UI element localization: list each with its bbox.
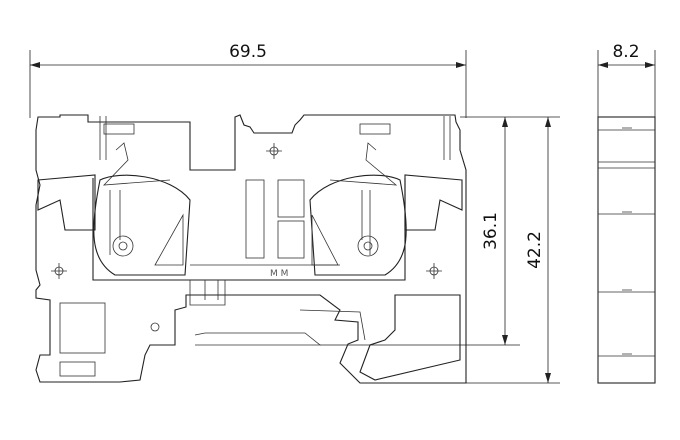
height-dimensions: 36.1 42.2 (320, 116, 560, 384)
center-marking: M M (270, 269, 288, 279)
terminal-block-side-view: 8.2 (597, 42, 656, 384)
width-label: 69.5 (229, 42, 267, 62)
mounting-hole-icon (51, 143, 442, 332)
width-dimension: 69.5 (29, 42, 467, 118)
overall-height-label: 42.2 (525, 231, 545, 269)
height-rail-label: 36.1 (481, 212, 501, 250)
thickness-label: 8.2 (612, 42, 639, 62)
terminal-block-front-view: M M (35, 114, 467, 384)
